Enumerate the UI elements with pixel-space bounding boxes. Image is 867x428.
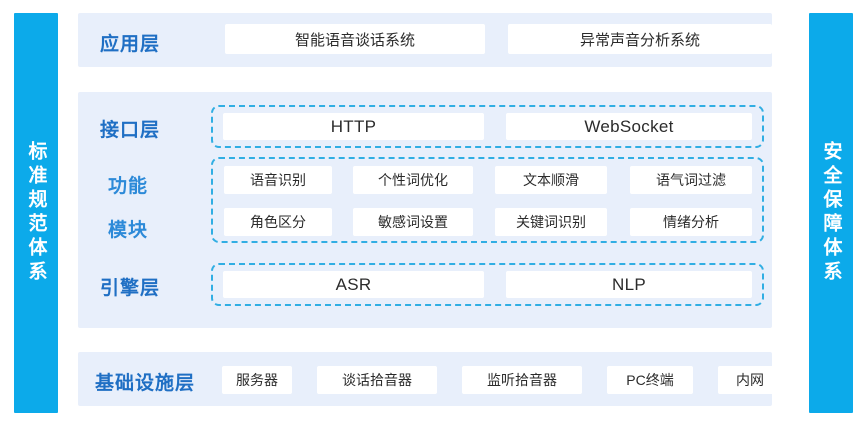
function-item-sensitive-word-setting[interactable]: 敏感词设置 (353, 208, 473, 236)
infrastructure-item-monitoring-microphone[interactable]: 监听拾音器 (462, 366, 582, 394)
function-module-label-line2: 模块 (108, 220, 149, 241)
interface-layer-group (211, 105, 764, 148)
infrastructure-item-interview-microphone[interactable]: 谈话拾音器 (317, 366, 437, 394)
function-item-keyword-recognition[interactable]: 关键词识别 (495, 208, 607, 236)
application-item-voice-interview-system[interactable]: 智能语音谈话系统 (225, 24, 485, 54)
infrastructure-layer-label: 基础设施层 (95, 373, 196, 394)
function-item-role-separation[interactable]: 角色区分 (224, 208, 332, 236)
engine-item-asr[interactable]: ASR (223, 271, 484, 298)
function-module-label-line1: 功能 (108, 176, 149, 197)
infrastructure-item-intranet[interactable]: 内网 (718, 366, 782, 394)
right-pillar-label: 安全保障体系 (820, 141, 842, 285)
architecture-stack: 应用层 智能语音谈话系统 异常声音分析系统 接口层 HTTP WebSocket… (78, 0, 782, 428)
interface-item-http[interactable]: HTTP (223, 113, 484, 140)
engine-layer-group (211, 263, 764, 306)
infrastructure-item-pc-terminal[interactable]: PC终端 (607, 366, 693, 394)
function-item-modal-particle-filtering[interactable]: 语气词过滤 (630, 166, 752, 194)
function-module-group (211, 157, 764, 243)
application-item-abnormal-sound-analysis-system[interactable]: 异常声音分析系统 (508, 24, 772, 54)
application-layer-label: 应用层 (100, 34, 161, 55)
engine-layer-label: 引擎层 (100, 278, 161, 299)
interface-layer-label: 接口层 (100, 120, 161, 141)
interface-item-websocket[interactable]: WebSocket (506, 113, 752, 140)
right-pillar-security: 安全保障体系 (809, 13, 853, 413)
function-item-sentiment-analysis[interactable]: 情绪分析 (630, 208, 752, 236)
infrastructure-item-server[interactable]: 服务器 (222, 366, 292, 394)
function-item-personalized-word-optimization[interactable]: 个性词优化 (353, 166, 473, 194)
function-item-speech-recognition[interactable]: 语音识别 (224, 166, 332, 194)
function-item-text-smoothing[interactable]: 文本顺滑 (495, 166, 607, 194)
left-pillar-label: 标准规范体系 (25, 141, 47, 285)
engine-item-nlp[interactable]: NLP (506, 271, 752, 298)
left-pillar-standards: 标准规范体系 (14, 13, 58, 413)
